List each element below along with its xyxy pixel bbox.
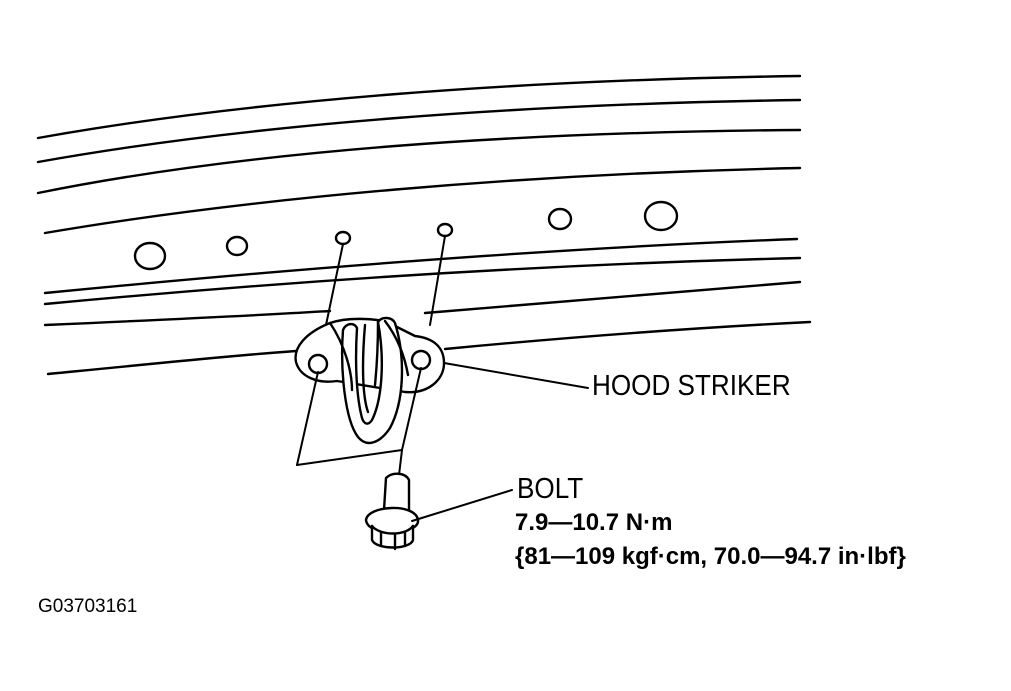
panel-holes (133, 200, 679, 271)
striker-loop-inner (373, 320, 380, 387)
panel-line (43, 237, 799, 295)
bolt-guide-line (401, 367, 422, 451)
panel-line (36, 98, 802, 164)
hood-striker (294, 316, 446, 445)
panel-hole (547, 207, 573, 231)
leader-lines (411, 362, 589, 522)
hood-striker-label: HOOD STRIKER (592, 370, 791, 402)
bolt-leader (411, 489, 513, 522)
bolt-guide-lines (296, 367, 422, 476)
panel-hole (133, 241, 167, 271)
panel-line (36, 74, 802, 140)
bolt (364, 472, 420, 551)
panel-line (43, 256, 802, 306)
bolt-guide-line (296, 371, 319, 466)
panel-hole (334, 230, 352, 246)
panel-hole (225, 235, 249, 257)
panel-hole (436, 222, 454, 238)
striker-plate-edge (328, 321, 354, 392)
bolt-guide-line (296, 449, 403, 466)
bolt-head-edge (370, 524, 415, 535)
panel-line (46, 349, 298, 376)
hood-striker-leader (443, 362, 589, 389)
figure-code: G03703161 (38, 596, 138, 617)
panel-line (43, 309, 332, 327)
alignment-line (429, 235, 446, 326)
panel-line (423, 280, 802, 315)
striker-loop-inner (361, 323, 370, 414)
bolt-guide-line (398, 449, 403, 476)
bolt-label: BOLT (517, 473, 584, 505)
panel-hole (643, 200, 679, 232)
panel-line (36, 128, 802, 195)
alignment-line (325, 243, 344, 326)
torque-spec-nm: 7.9—10.7 N·m (515, 509, 673, 536)
panel-line (43, 166, 802, 235)
alignment-lines (325, 235, 446, 326)
body-panel-contours (36, 74, 812, 376)
striker-plate-edge (383, 319, 410, 377)
panel-line (443, 320, 812, 351)
torque-spec-alt: {81—109 kgf·cm, 70.0—94.7 in·lbf} (515, 543, 906, 570)
